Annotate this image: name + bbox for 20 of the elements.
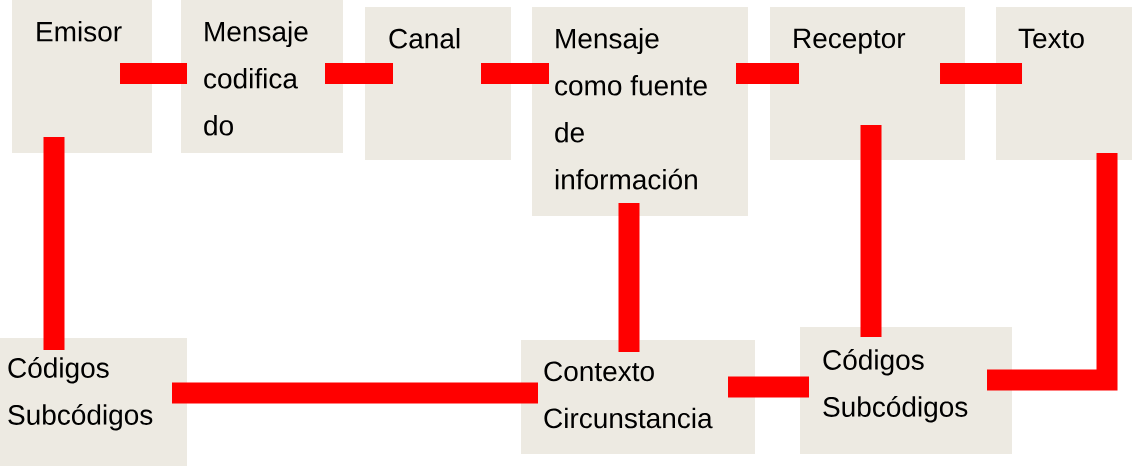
connector-line — [120, 63, 187, 84]
text-box: Mensaje como fuente de información — [532, 7, 748, 216]
text-box: Canal — [365, 7, 511, 160]
connector-line — [481, 63, 549, 84]
connector-line — [325, 63, 393, 84]
text-box: Contexto Circunstancia — [521, 340, 755, 454]
connector-line — [987, 153, 1118, 391]
text-box: Receptor — [770, 7, 965, 160]
text-box: Emisor — [12, 0, 152, 153]
connector-line — [940, 63, 1022, 84]
text-box: Mensaje codifica do — [181, 0, 343, 153]
connector-line — [860, 125, 882, 337]
text-box: Códigos Subcódigos — [0, 338, 187, 466]
connector-line — [172, 382, 538, 404]
text-box: Texto — [996, 7, 1132, 160]
text-box: Códigos Subcódigos — [800, 327, 1012, 454]
connector-line — [43, 137, 65, 350]
connector-line — [728, 376, 809, 398]
connector-line — [618, 203, 640, 352]
connector-line — [736, 63, 799, 84]
